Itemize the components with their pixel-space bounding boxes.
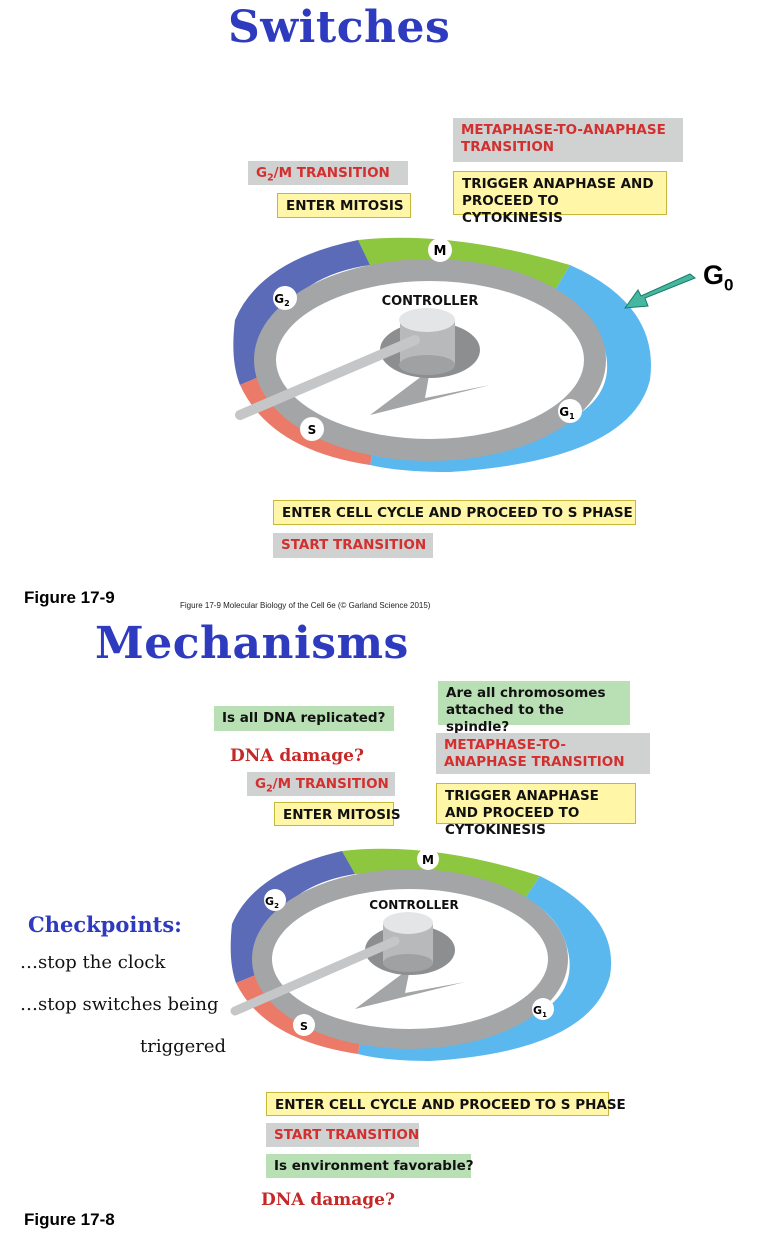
metaphase-transition-label: METAPHASE-TO-ANAPHASE TRANSITION — [453, 118, 683, 162]
start-transition-label-2: START TRANSITION — [266, 1123, 419, 1147]
rotation-arrow — [370, 370, 490, 415]
chromosomes-question: Are all chromosomes attached to the spin… — [438, 681, 630, 735]
phase-m-badge — [428, 238, 452, 262]
figure-credit: Figure 17-9 Molecular Biology of the Cel… — [180, 601, 431, 610]
checkpoints-title: Checkpoints: — [28, 912, 182, 937]
clock-hand-2 — [230, 936, 400, 1016]
environment-question: Is environment favorable? — [266, 1154, 474, 1178]
phase-s-text-2: S — [300, 1020, 308, 1033]
dna-damage-top: DNA damage? — [230, 746, 364, 766]
g0-arrow — [623, 273, 696, 309]
phase-m-text: M — [434, 244, 447, 259]
hub-top-2 — [383, 912, 433, 934]
switches-title: Switches — [228, 2, 451, 53]
g2m-transition-label-2: G2/M TRANSITION — [247, 772, 395, 796]
dna-replicated-question: Is all DNA replicated? — [214, 706, 394, 731]
controller-ring — [254, 259, 606, 461]
rotation-arrow-2 — [355, 968, 465, 1009]
checkpoint-line-1: …stop the clock — [20, 952, 166, 973]
phase-g2-text-2: G2 — [265, 895, 279, 910]
figure-17-8-label: Figure 17-8 — [24, 1210, 115, 1229]
phase-g1-text-2: G1 — [533, 1004, 547, 1019]
controller-label: CONTROLLER — [382, 294, 479, 309]
metaphase-transition-label-2: METAPHASE-TO-ANAPHASE TRANSITION — [436, 733, 650, 774]
phase-g1-text: G1 — [559, 405, 575, 421]
enter-mitosis-label: ENTER MITOSIS — [277, 193, 411, 218]
figure-17-9-label: Figure 17-9 — [24, 588, 115, 607]
trigger-anaphase-label: TRIGGER ANAPHASE AND PROCEED TO CYTOKINE… — [453, 171, 667, 226]
phase-g2-badge — [273, 286, 297, 310]
controller-ring-2 — [252, 869, 568, 1049]
phase-m-badge-2 — [417, 848, 439, 870]
hub-top — [399, 308, 455, 332]
checkpoint-line-3: triggered — [140, 1036, 227, 1057]
enter-cell-cycle-label: ENTER CELL CYCLE AND PROCEED TO S PHASE — [273, 500, 636, 525]
checkpoint-line-2: …stop switches being — [20, 994, 219, 1015]
controller-label-2: CONTROLLER — [369, 898, 458, 912]
trigger-anaphase-label-2: TRIGGER ANAPHASE AND PROCEED TO CYTOKINE… — [436, 783, 636, 838]
phase-s-badge-2 — [293, 1014, 315, 1036]
phase-s-badge — [300, 417, 324, 441]
hub-bottom — [399, 355, 455, 375]
g2m-transition-label: G2/M TRANSITION — [248, 161, 408, 185]
g0-label: G0 — [703, 260, 734, 295]
start-transition-label: START TRANSITION — [273, 533, 433, 558]
cell-cycle-clock-bottom: M G2 G1 S CONTROLLER — [230, 848, 612, 1061]
phase-s-text: S — [308, 423, 317, 437]
mechanisms-title: Mechanisms — [95, 618, 409, 669]
cell-cycle-clock-top: M G2 G1 S CONTROLLER — [233, 237, 651, 472]
clock-hand — [235, 335, 420, 420]
enter-mitosis-label-2: ENTER MITOSIS — [274, 802, 401, 826]
enter-cell-cycle-label-2: ENTER CELL CYCLE AND PROCEED TO S PHASE — [266, 1092, 626, 1116]
dna-damage-bottom: DNA damage? — [261, 1190, 395, 1210]
hub-bottom-2 — [383, 954, 433, 972]
phase-g2-badge-2 — [264, 889, 286, 911]
phase-g1-badge-2 — [532, 998, 554, 1020]
phase-m-text-2: M — [422, 853, 434, 867]
phase-g1-badge — [558, 399, 582, 423]
phase-g2-text: G2 — [274, 292, 289, 308]
phase-g1-segment — [370, 265, 651, 472]
